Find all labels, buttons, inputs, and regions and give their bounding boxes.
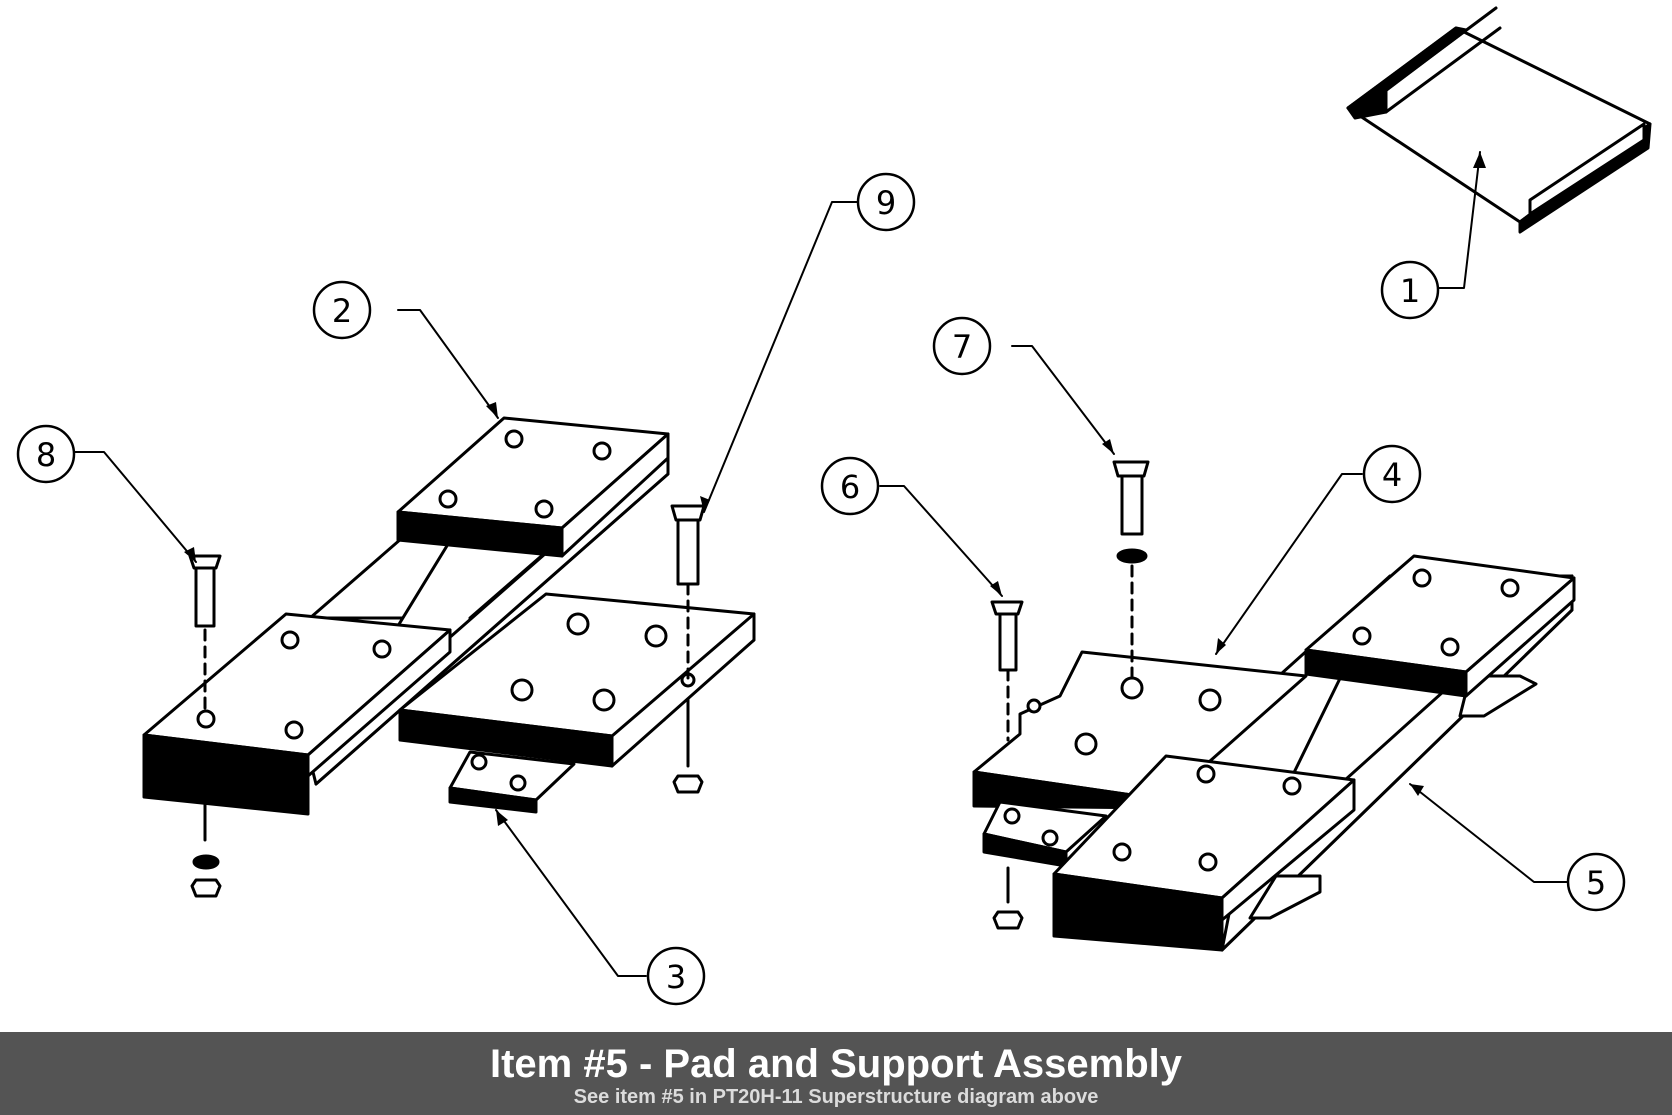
left-pad-assembly — [142, 416, 756, 898]
right-upper-pad — [1304, 554, 1576, 698]
callout-9-circle — [856, 172, 916, 232]
right-front-pad — [1052, 754, 1356, 952]
callout-4-label: 4 — [1382, 456, 1402, 494]
part-8-bolt — [188, 554, 222, 898]
callout-6-circle — [820, 456, 880, 516]
callout-1-circle — [1380, 260, 1440, 320]
callout-5-circle — [1566, 852, 1626, 912]
right-small-plate — [982, 800, 1108, 868]
callout-arrowheads — [184, 152, 1486, 826]
callout-3-label: 3 — [666, 958, 686, 996]
callout-8-circle — [16, 424, 76, 484]
part-4-plate — [972, 650, 1308, 810]
part-9-bolt — [670, 504, 706, 794]
callout-5-label: 5 — [1586, 864, 1606, 902]
right-pad-assembly — [972, 460, 1576, 952]
callout-3-circle — [646, 946, 706, 1006]
callout-2-label: 2 — [332, 292, 352, 330]
caption-subtitle: See item #5 in PT20H-11 Superstructure d… — [573, 1086, 1099, 1108]
caption-bar: Item #5 - Pad and Support Assembly See i… — [0, 1032, 1672, 1115]
left-support-plate — [398, 592, 756, 768]
part-3-small-plate — [448, 750, 576, 814]
callout-2-circle — [312, 280, 372, 340]
part-6-bolt — [990, 600, 1024, 930]
callout-7-circle — [932, 316, 992, 376]
part-2-pad — [396, 416, 670, 558]
callout-4-circle — [1362, 444, 1422, 504]
callout-9-label: 9 — [876, 184, 896, 222]
part-1-channel-bracket — [1346, 6, 1652, 234]
part-7-bolt — [1112, 460, 1150, 680]
callout-6-label: 6 — [840, 468, 860, 506]
caption-title: Item #5 - Pad and Support Assembly — [489, 1042, 1182, 1086]
left-lower-pad — [142, 612, 452, 816]
callout-leaders — [73, 151, 1569, 977]
callout-7-label: 7 — [952, 328, 972, 366]
callout-1-label: 1 — [1400, 272, 1420, 310]
exploded-assembly-drawing: 1 2 3 4 5 6 7 8 9 — [16, 6, 1652, 1006]
callout-8-label: 8 — [36, 436, 56, 474]
